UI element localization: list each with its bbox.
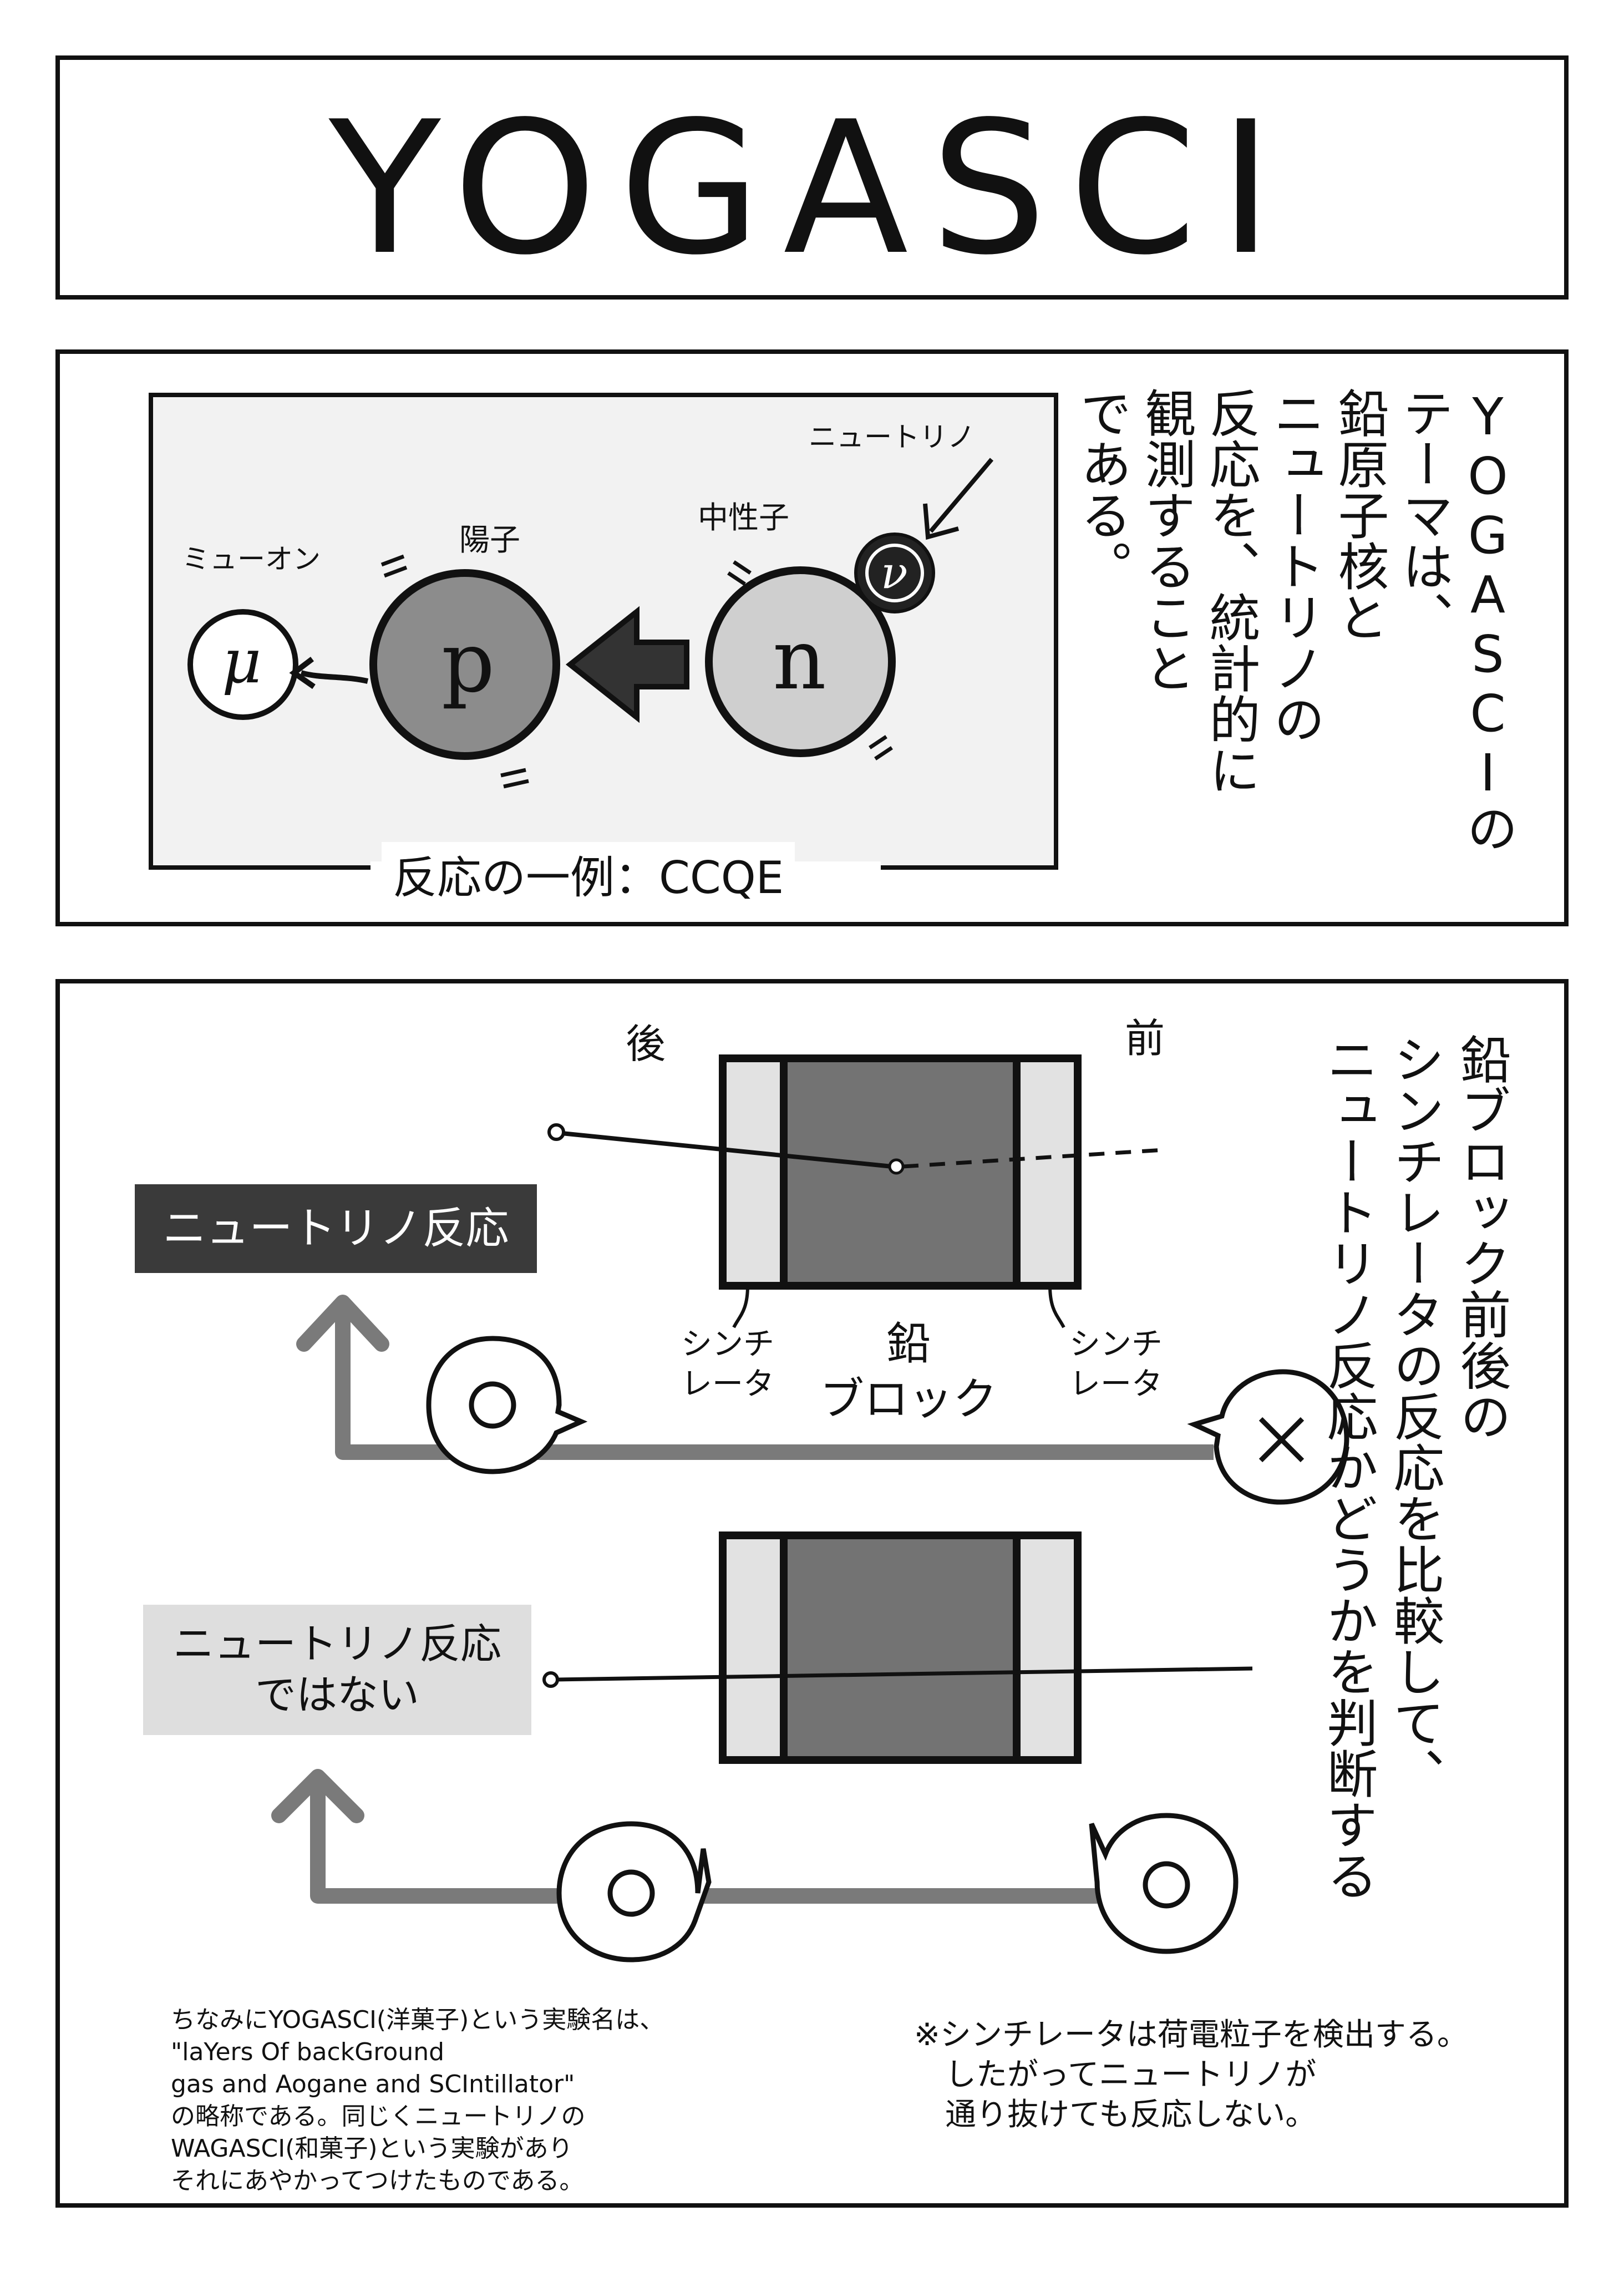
theme-text: YOGASCIの テーマは、 鉛原子核と ニュートリノの 反応を、統計的に 観測… <box>1069 387 1520 886</box>
upper-scint-left <box>719 1054 788 1290</box>
neutrino-track-lower <box>556 1666 1253 1682</box>
theme-line-7: である。 <box>1072 387 1131 591</box>
page-title: YOGASCI <box>329 82 1295 295</box>
theme-line-3: 鉛原子核と <box>1329 387 1389 642</box>
proton-circle <box>369 569 560 760</box>
scint-right-label: シンチ レータ <box>1069 1326 1163 1402</box>
muon-arrow <box>300 670 369 684</box>
front-label: 前 <box>1125 1015 1165 1062</box>
result-no-box: ニュートリノ反応 ではない <box>143 1605 531 1735</box>
ccqe-diagram <box>187 458 994 884</box>
lower-detector <box>719 1531 1082 1764</box>
theme-panel: μ p n ν ニュートリノ 中性子 陽子 ミューオン 反応の一例：CCQE Y… <box>55 349 1569 926</box>
n-symbol: n <box>773 612 826 708</box>
detector-diagram <box>271 1054 1349 1962</box>
bubble-right-upper <box>1187 1369 1349 1505</box>
lower-scint-right <box>1013 1531 1082 1764</box>
theme-line-5: 反応を、統計的に <box>1201 387 1260 795</box>
upper-scint-right <box>1013 1054 1082 1290</box>
theme-line-1: YOGASCIの <box>1458 387 1518 854</box>
mu-symbol: μ <box>222 626 262 697</box>
theme-line-4: ニュートリノの <box>1265 387 1324 744</box>
upper-detector <box>719 1054 1082 1290</box>
reaction-arrow <box>565 606 689 723</box>
result-yes-box: ニュートリノ反応 <box>135 1184 537 1273</box>
note-left: ちなみにYOGASCI(洋菓子)という実験名は、 "laYers Of back… <box>171 2006 664 2195</box>
detector-panel: 後 前 シンチ レータ 鉛 ブロック シンチ レータ ニュートリノ反応 ニュート… <box>55 979 1569 2208</box>
neutrino-track-upper <box>902 1148 1164 1169</box>
bubble-left-upper <box>426 1336 588 1474</box>
neutrino-arrow <box>928 458 994 533</box>
title-panel: YOGASCI <box>55 55 1569 300</box>
motion-marks <box>380 554 893 789</box>
p-symbol: p <box>441 615 495 711</box>
neutron-label: 中性子 <box>698 500 790 535</box>
nu-symbol: ν <box>881 547 908 599</box>
lead-label: 鉛 ブロック <box>820 1318 997 1425</box>
lower-scint-left <box>719 1531 788 1764</box>
note-right: ※シンチレータは荷電粒子を検出する。 したがってニュートリノが 通り抜けても反応… <box>914 2017 1468 2133</box>
muon-label: ミューオン <box>182 543 321 575</box>
detector-text: 鉛ブロック前後の シンチレータの反応を比較して、 ニュートリノ反応かどうかを判断… <box>1315 1033 1514 2076</box>
bubble-right-lower <box>1089 1813 1239 1954</box>
route-arrow-lower <box>310 1785 1103 1904</box>
neutrino-label: ニュートリノ <box>809 421 975 453</box>
proton-label: 陽子 <box>459 522 521 557</box>
muon-circle <box>187 609 298 720</box>
ccqe-diagram-box <box>149 393 1058 870</box>
diagram-caption: 反応の一例：CCQE <box>382 842 795 906</box>
bubble-left-lower <box>556 1821 712 1962</box>
theme-line-2: テーマは、 <box>1394 387 1453 642</box>
detector-line-3: ニュートリノ反応かどうかを判断する <box>1318 1033 1378 1901</box>
scint-left-label: シンチ レータ <box>681 1326 774 1402</box>
route-arrow-upper <box>335 1311 1214 1460</box>
neutron-circle <box>705 566 896 757</box>
muon-track-upper <box>561 1131 892 1169</box>
theme-line-6: 観測すること <box>1136 387 1196 693</box>
detector-line-1: 鉛ブロック前後の <box>1452 1033 1511 1442</box>
back-label: 後 <box>626 1021 666 1067</box>
detector-line-2: シンチレータの反応を比較して、 <box>1385 1033 1444 1799</box>
